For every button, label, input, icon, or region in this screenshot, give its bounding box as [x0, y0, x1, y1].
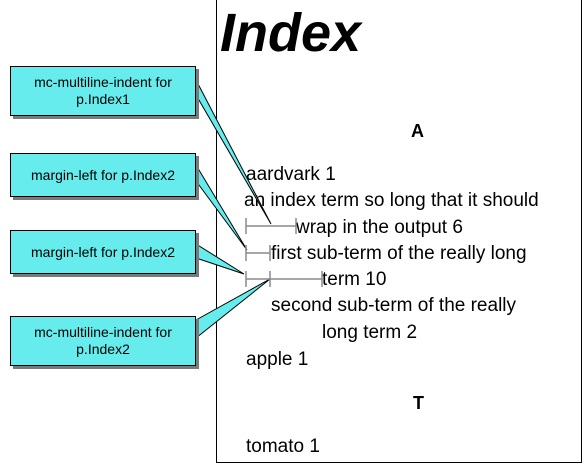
index-subentry: second sub-term of the really: [271, 295, 517, 316]
index-entry: tomato 1: [246, 436, 320, 457]
callout-margin-left-index2: margin-left for p.Index2: [10, 153, 196, 197]
index-entry: aardvark 1: [246, 164, 336, 185]
callout-text: mc-multiline-indent for p.Index1: [34, 74, 172, 107]
page-title: Index: [220, 3, 362, 63]
index-entry-wrapped: wrap in the output 6: [296, 217, 463, 238]
index-entry: an index term so long that it should: [244, 190, 539, 211]
callout-pointer-4: [195, 278, 271, 340]
index-subentry: first sub-term of the really long: [271, 243, 527, 264]
indent-ruler-index1: [245, 218, 297, 234]
callout-margin-left-index2: margin-left for p.Index2: [10, 230, 196, 274]
index-subentry-wrapped: long term 2: [322, 322, 418, 343]
indent-ruler-index2-margin: [245, 245, 271, 261]
index-entry: apple 1: [246, 349, 309, 370]
callout-pointer-2: [195, 163, 248, 251]
callout-multiline-indent-index1: mc-multiline-indent for p.Index1: [10, 66, 196, 116]
callout-text: margin-left for p.Index2: [31, 166, 175, 183]
callout-multiline-indent-index2: mc-multiline-indent for p.Index2: [10, 316, 196, 366]
index-page: [216, 0, 582, 463]
section-letter-t: T: [413, 393, 424, 413]
callout-text: margin-left for p.Index2: [31, 243, 175, 260]
section-letter-a: A: [411, 121, 424, 141]
callout-pointer-1: [195, 79, 272, 225]
callout-text: mc-multiline-indent for p.Index2: [34, 324, 172, 357]
index-subentry-wrapped: term 10: [322, 269, 387, 290]
indent-ruler-index2-multiline: [245, 271, 323, 287]
callout-pointer-3: [195, 243, 245, 275]
